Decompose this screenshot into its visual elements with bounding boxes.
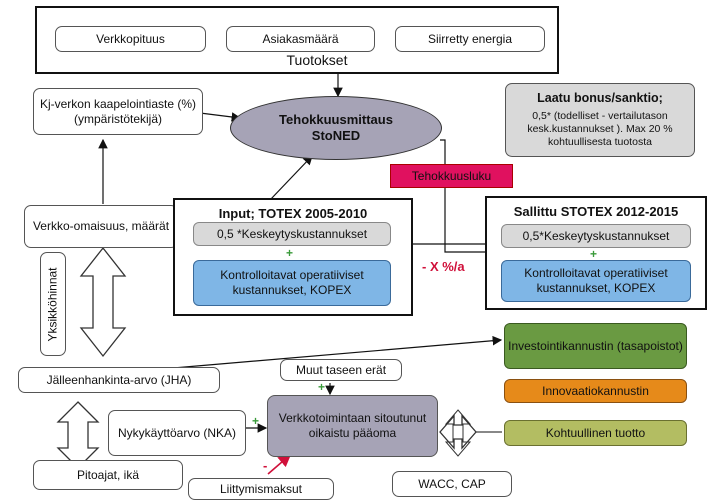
sallittu-kopex-box: Kontrolloitavat operatiiviset kustannuks…: [501, 260, 691, 302]
paaoma-box: Verkkotoimintaan sitoutunut oikaistu pää…: [267, 395, 438, 457]
muut-taseen-erat-box: Muut taseen erät: [280, 359, 402, 381]
input-kopex-box: Kontrolloitavat operatiiviset kustannuks…: [193, 260, 391, 306]
output-siirretty-energia: Siirretty energia: [395, 26, 545, 52]
double-arrow-horizontal-icon: [439, 414, 477, 450]
pitoajat-box: Pitoajat, ikä: [33, 460, 183, 490]
liittymismaksut-box: Liittymismaksut: [188, 478, 334, 500]
tehokkuusmittaus-ellipse: Tehokkuusmittaus StoNED: [230, 96, 442, 160]
input-totex-title: Input; TOTEX 2005-2010: [218, 206, 368, 221]
arrow-tehokkuus-to-sallittu: [440, 139, 498, 257]
laatu-text: 0,5* (todelliset - vertailutason kesk.ku…: [527, 109, 673, 148]
double-arrow-jha-pitoajat-icon: [56, 401, 100, 469]
tuotokset-title: Tuotokset: [286, 52, 348, 68]
nka-plus-sign: +: [252, 414, 260, 428]
arrow-input-to-tehokkuus: [269, 155, 313, 201]
double-arrow-vertical-small-icon: [444, 409, 472, 457]
stoned-label: StoNED: [311, 128, 361, 143]
innovaatiokannustin-box: Innovaatiokannustin: [504, 379, 687, 403]
minus-x-label: - X %/a: [422, 259, 465, 274]
investointikannustin-box: Investointikannustin (tasapoistot): [504, 323, 687, 369]
sallittu-title: Sallittu STOTEX 2012-2015: [513, 204, 679, 219]
sallittu-keskeytys-box: 0,5*Keskeytyskustannukset: [501, 224, 691, 248]
tehokkuusmittaus-title: Tehokkuusmittaus: [279, 111, 393, 127]
yksikkohinnat-box: Yksikköhinnat: [40, 252, 66, 356]
double-arrow-vertical-icon: [79, 246, 127, 358]
yksikkohinnat-label: Yksikköhinnat: [45, 266, 60, 342]
muut-plus-sign: +: [318, 380, 326, 394]
sallittu-plus-sign: +: [590, 247, 598, 261]
output-verkkopituus: Verkkopituus: [55, 26, 206, 52]
verkko-omaisuus-box: Verkko-omaisuus, määrät: [24, 205, 178, 248]
laatu-title: Laatu bonus/sanktio;: [537, 91, 663, 105]
arrow-kaapelointi-to-tehokkuus: [199, 112, 242, 122]
arrow-jha-to-investointi: [149, 335, 503, 371]
kaapelointiaste-box: Kj-verkon kaapelointiaste (%) (ympäristö…: [33, 88, 203, 135]
wacc-cap-box: WACC, CAP: [392, 471, 512, 497]
input-plus-sign: +: [286, 246, 294, 260]
jha-box: Jälleenhankinta-arvo (JHA): [18, 367, 220, 393]
kohtuullinen-tuotto-box: Kohtuullinen tuotto: [504, 420, 687, 446]
arrow-liittymis-to-paaoma: [267, 453, 292, 475]
liittymis-minus-sign: -: [263, 458, 268, 473]
tehokkuusluku-label: Tehokkuusluku: [390, 164, 513, 188]
input-keskeytys-box: 0,5 *Keskeytyskustannukset: [193, 222, 391, 246]
laatu-bonus-box: Laatu bonus/sanktio; 0,5* (todelliset - …: [505, 83, 695, 157]
nka-box: Nykykäyttöarvo (NKA): [108, 410, 246, 456]
output-asiakasmaara: Asiakasmäärä: [226, 26, 375, 52]
